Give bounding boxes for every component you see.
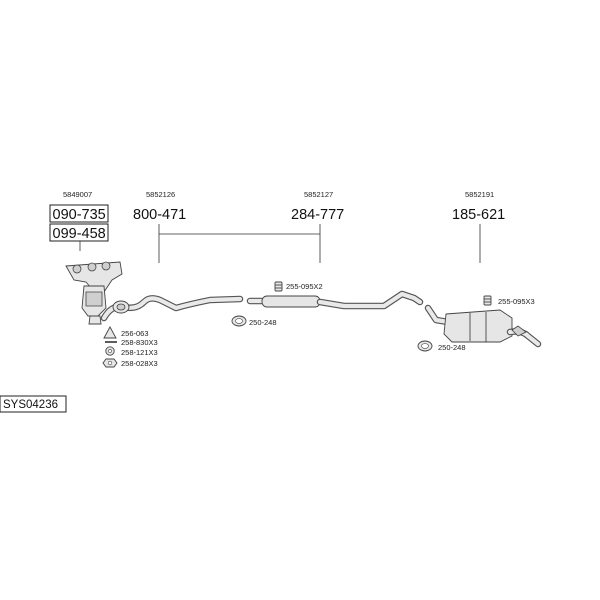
svg-text:090-735: 090-735: [53, 207, 106, 223]
svg-text:255-095X3: 255-095X3: [498, 297, 535, 306]
svg-text:258-830X3: 258-830X3: [121, 338, 158, 347]
manifold-part-number-1[interactable]: 090-735: [49, 204, 109, 223]
svg-text:258-121X3: 258-121X3: [121, 348, 158, 357]
rear-silencer-number[interactable]: 185-621: [452, 207, 505, 223]
middle-silencer-ref: 5852127: [304, 190, 333, 199]
exhaust-manifold[interactable]: [65, 261, 123, 325]
clamp-icon: [483, 295, 492, 306]
accessory-stud[interactable]: 258-830X3: [105, 338, 158, 347]
accessory-washer[interactable]: 258-121X3: [105, 346, 158, 357]
svg-text:099-458: 099-458: [53, 226, 106, 242]
middle-silencer-number[interactable]: 284-777: [291, 207, 344, 223]
accessory-gasket[interactable]: 256-063: [103, 326, 149, 339]
accessory-clamp-rear[interactable]: 255-095X3: [483, 295, 535, 306]
manifold-ref: 5849007: [63, 190, 92, 199]
nut-icon: [102, 358, 118, 368]
svg-text:SYS04236: SYS04236: [3, 399, 58, 411]
rear-silencer[interactable]: [424, 304, 542, 348]
accessory-nut[interactable]: 258-028X3: [102, 358, 158, 368]
front-pipe[interactable]: [100, 295, 244, 322]
svg-text:250-248: 250-248: [438, 343, 466, 352]
gasket-icon: [103, 326, 117, 339]
svg-text:255-095X2: 255-095X2: [286, 282, 323, 291]
rear-silencer-ref: 5852191: [465, 190, 494, 199]
middle-silencer[interactable]: [246, 290, 424, 310]
accessory-mount-rear[interactable]: 250-248: [417, 340, 466, 352]
front-pipe-ref: 5852126: [146, 190, 175, 199]
rubber-mount-icon: [231, 315, 247, 327]
accessory-clamp-middle[interactable]: 255-095X2: [274, 281, 323, 292]
svg-text:258-028X3: 258-028X3: [121, 359, 158, 368]
rubber-mount-icon: [417, 340, 433, 352]
clamp-icon: [274, 281, 283, 292]
svg-text:256-063: 256-063: [121, 329, 149, 338]
accessory-mount-middle[interactable]: 250-248: [231, 315, 277, 327]
system-code: SYS04236: [0, 395, 67, 413]
manifold-part-number-2[interactable]: 099-458: [49, 223, 109, 242]
washer-icon: [105, 346, 115, 356]
front-pipe-number[interactable]: 800-471: [133, 207, 186, 223]
leader-lines: [158, 224, 481, 263]
svg-text:250-248: 250-248: [249, 318, 277, 327]
